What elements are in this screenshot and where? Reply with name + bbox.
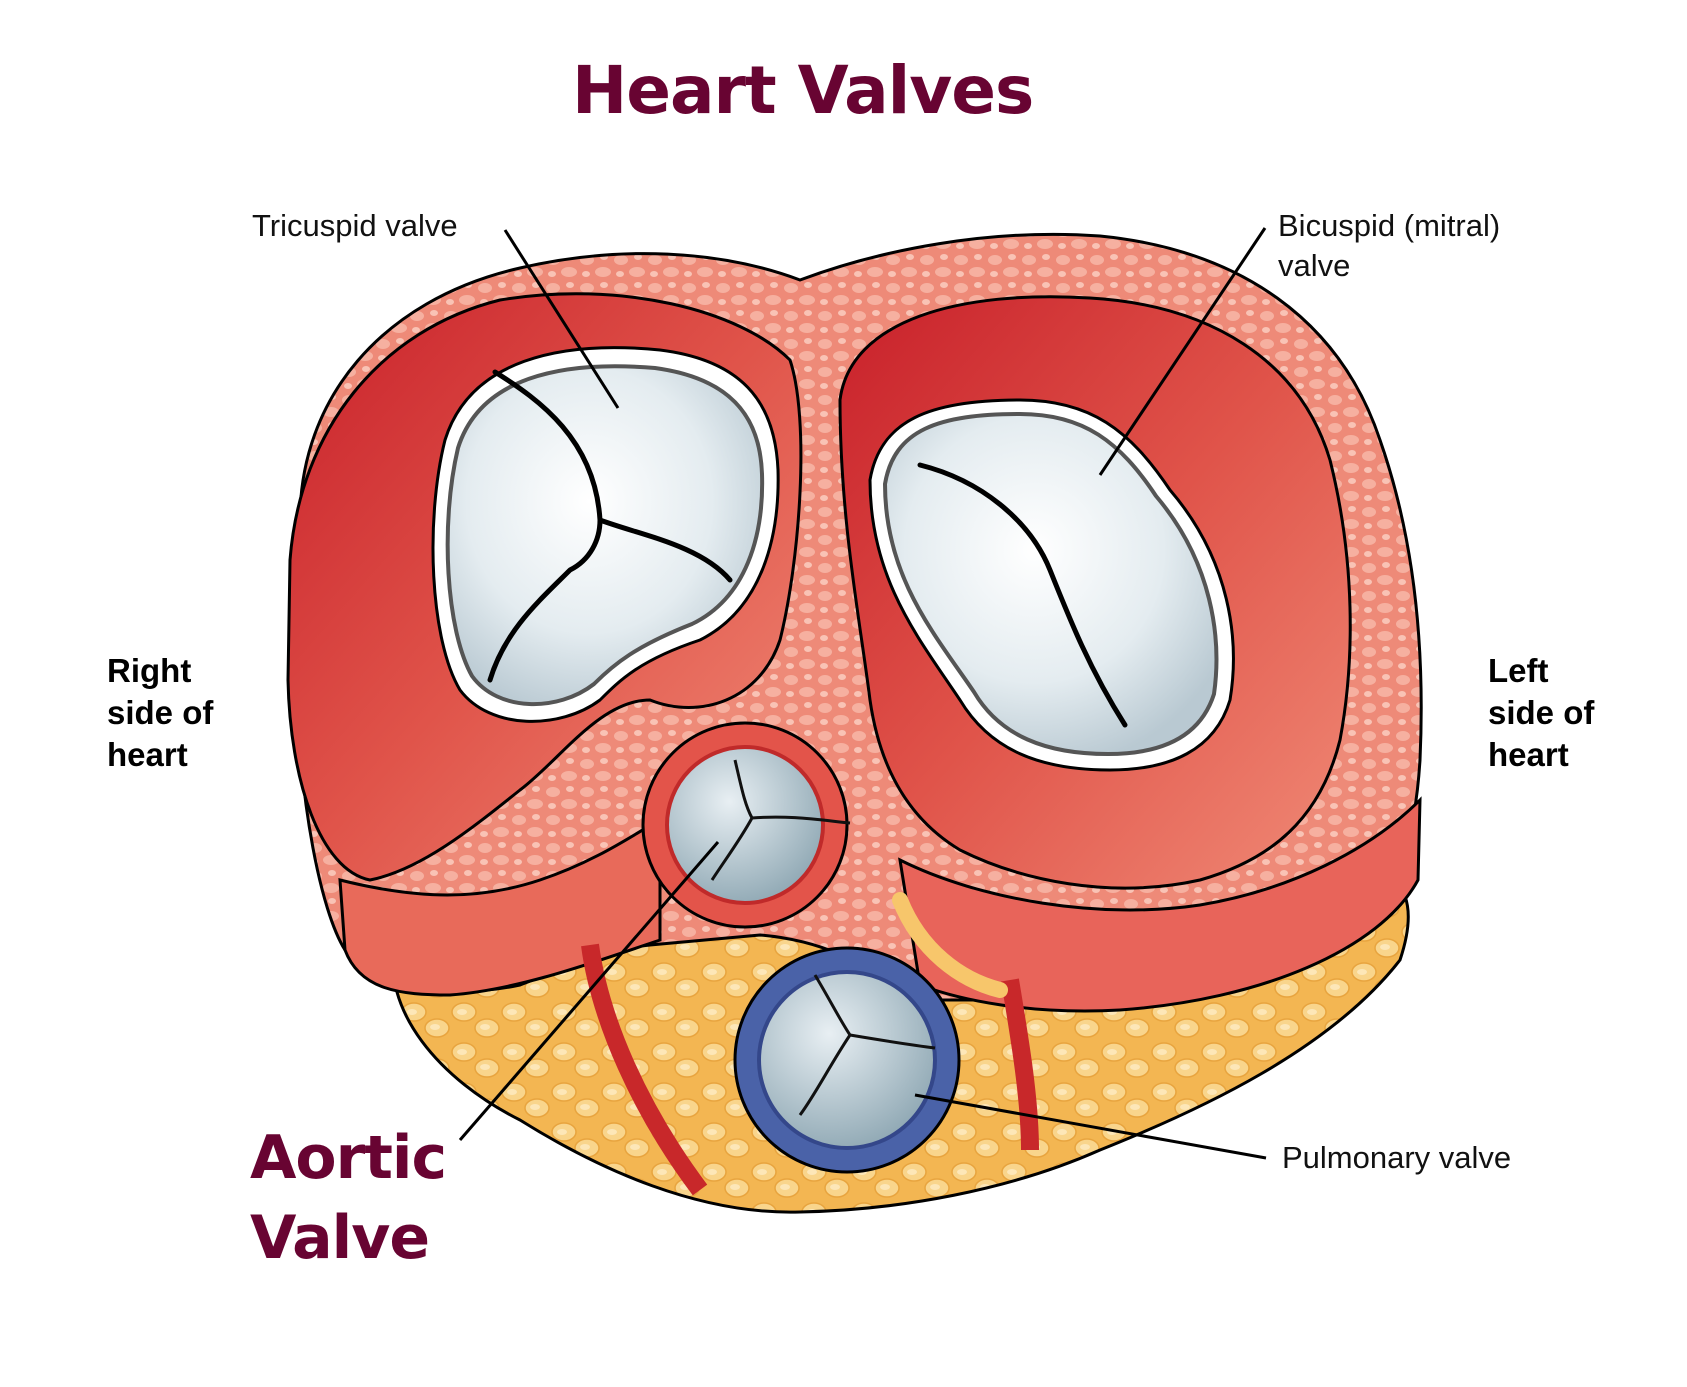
aortic-commissures [710,759,851,881]
tricuspid-label-text: Tricuspid valve [252,208,458,243]
bicuspid-label: Bicuspid (mitral) valve [1278,206,1500,286]
left-side-line2: side of [1488,694,1595,731]
aortic-leader-line [458,841,720,1141]
diagram-title: Heart Valves [572,52,1034,129]
pulmonary-label-text: Pulmonary valve [1282,1140,1512,1175]
right-side-line1: Right [107,652,192,689]
bicuspid-label-line1: Bicuspid (mitral) [1278,208,1501,243]
left-side-label: Left side of heart [1488,650,1594,776]
mitral-commissure [917,462,1128,728]
pulmonary-commissures [798,974,936,1116]
tricuspid-commissures [487,369,733,683]
bicuspid-label-line2: valve [1278,248,1351,283]
aortic-label-line2: Valve [250,1203,430,1273]
aortic-label-line1: Aortic [250,1123,447,1193]
right-side-line3: heart [107,736,188,773]
coronary-branch [892,892,1008,998]
left-side-line3: heart [1488,736,1569,773]
bicuspid-leader-line [1098,227,1267,476]
aortic-valve-label: Aortic Valve [250,1118,447,1278]
tricuspid-label: Tricuspid valve [252,206,458,246]
aortic-valve [665,745,825,905]
left-side-line1: Left [1488,652,1549,689]
pulmonary-label: Pulmonary valve [1282,1138,1511,1178]
right-ventricle-band [338,817,662,997]
tricuspid-valve [445,364,765,707]
left-ventricle-band [898,796,1422,1013]
coronary-artery-left [581,943,708,1196]
right-side-line2: side of [107,694,214,731]
pulmonary-leader-line [914,1093,1267,1160]
right-side-label: Right side of heart [107,650,213,776]
tricuspid-leader-line [503,229,620,409]
coronary-artery-right [1001,978,1039,1151]
pulmonary-valve [757,970,937,1150]
mitral-valve [882,411,1219,757]
